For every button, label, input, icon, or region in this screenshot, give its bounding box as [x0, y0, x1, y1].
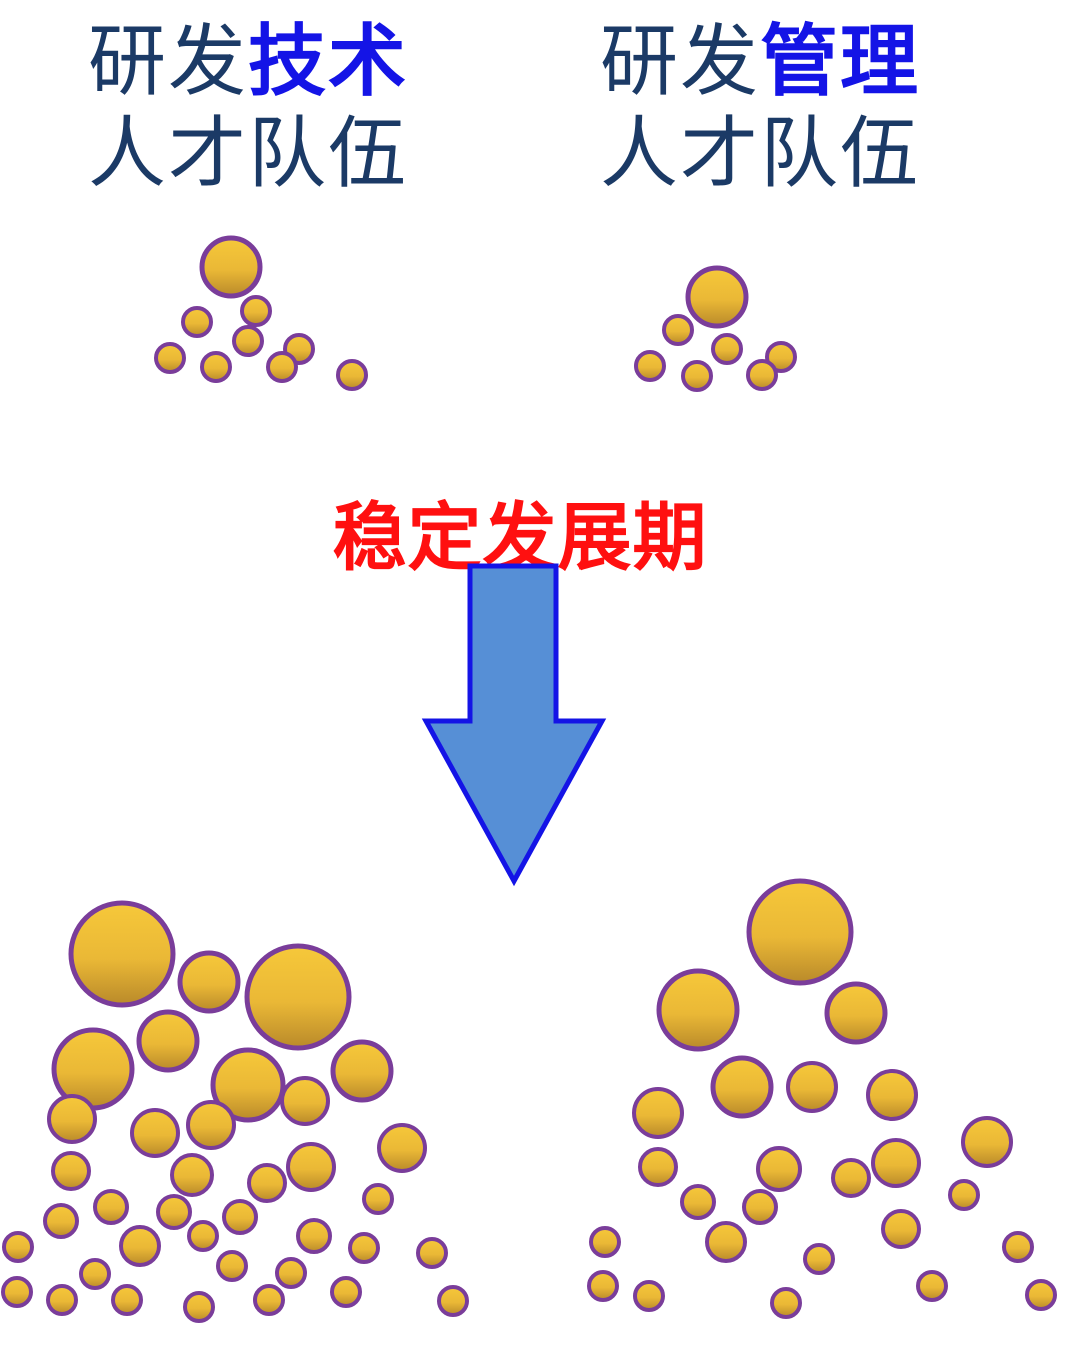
person-circle-icon [47, 1094, 97, 1144]
person-circle-icon [632, 1087, 684, 1139]
person-circle-icon [154, 342, 186, 374]
person-circle-icon [244, 943, 352, 1051]
person-circle-icon [232, 325, 264, 357]
person-circle-icon [1025, 1279, 1057, 1311]
person-circle-icon [948, 1179, 980, 1211]
large-tech-team-cluster [1, 900, 469, 1323]
left-team-highlight: 技术 [248, 16, 409, 107]
person-circle-icon [656, 968, 740, 1052]
person-circle-icon [247, 1163, 287, 1203]
person-circle-icon [680, 1184, 716, 1220]
person-circle-icon [93, 1189, 129, 1225]
person-circle-icon [756, 1146, 802, 1192]
person-circle-icon [330, 1276, 362, 1308]
person-circle-icon [79, 1258, 111, 1290]
person-circle-icon [638, 1147, 678, 1187]
person-circle-icon [705, 1221, 747, 1263]
person-circle-icon [681, 360, 713, 392]
person-circle-icon [296, 1218, 332, 1254]
person-circle-icon [803, 1243, 835, 1275]
person-circle-icon [210, 1047, 286, 1123]
person-circle-icon [961, 1116, 1013, 1168]
person-circle-icon [881, 1209, 921, 1249]
person-circle-icon [831, 1158, 871, 1198]
left-team-heading-line2: 人才队伍 [88, 109, 409, 199]
person-circle-icon [437, 1285, 469, 1317]
person-circle-icon [2, 1231, 34, 1263]
person-circle-icon [871, 1138, 921, 1188]
right-team-prefix: 研发 [600, 17, 761, 107]
left-team-heading: 研发技术 人才队伍 [88, 16, 408, 200]
person-circle-icon [348, 1232, 380, 1264]
person-circle-icon [266, 351, 298, 383]
right-team-highlight: 管理 [760, 16, 921, 107]
person-circle-icon [866, 1069, 918, 1121]
person-circle-icon [746, 359, 778, 391]
person-circle-icon [416, 1237, 448, 1269]
person-circle-icon [377, 1123, 427, 1173]
person-circle-icon [330, 1039, 394, 1103]
person-circle-icon [742, 1189, 778, 1225]
person-circle-icon [587, 1270, 619, 1302]
right-team-heading: 研发管理 人才队伍 [600, 16, 920, 200]
person-circle-icon [46, 1284, 78, 1316]
person-circle-icon [199, 235, 263, 299]
person-circle-icon [634, 350, 666, 382]
person-circle-icon [136, 1009, 200, 1073]
person-circle-icon [710, 1055, 774, 1119]
person-circle-icon [240, 295, 272, 327]
person-circle-icon [711, 333, 743, 365]
person-circle-icon [685, 265, 749, 329]
person-circle-icon [1, 1276, 33, 1308]
person-circle-icon [181, 306, 213, 338]
person-circle-icon [633, 1280, 665, 1312]
small-tech-team-cluster [154, 235, 368, 391]
person-circle-icon [43, 1203, 79, 1239]
person-circle-icon [280, 1076, 330, 1126]
left-team-heading-line1: 研发技术 [88, 16, 408, 108]
person-circle-icon [286, 1142, 336, 1192]
person-circle-icon [119, 1225, 161, 1267]
large-management-team-cluster [587, 878, 1057, 1319]
person-circle-icon [51, 1151, 91, 1191]
person-circle-icon [336, 359, 368, 391]
person-circle-icon [770, 1287, 802, 1319]
person-circle-icon [216, 1250, 248, 1282]
person-circle-icon [589, 1226, 621, 1258]
person-circle-icon [786, 1061, 838, 1113]
left-team-prefix: 研发 [88, 17, 249, 107]
person-circle-icon [177, 950, 241, 1014]
person-circle-icon [187, 1220, 219, 1252]
person-circle-icon [824, 981, 888, 1045]
person-circle-icon [746, 878, 854, 986]
person-circle-icon [183, 1291, 215, 1323]
person-circle-icon [200, 351, 232, 383]
small-management-team-cluster [634, 265, 797, 392]
person-circle-icon [170, 1153, 214, 1197]
person-circle-icon [662, 314, 694, 346]
person-circle-icon [1002, 1231, 1034, 1263]
person-circle-icon [111, 1284, 143, 1316]
person-circle-icon [156, 1194, 192, 1230]
person-circle-icon [916, 1270, 948, 1302]
person-circle-icon [68, 900, 176, 1008]
person-circle-icon [275, 1257, 307, 1289]
person-circle-icon [186, 1100, 236, 1150]
person-circle-icon [130, 1108, 180, 1158]
person-circle-icon [362, 1183, 394, 1215]
person-circle-icon [253, 1284, 285, 1316]
right-team-heading-line1: 研发管理 [600, 16, 920, 108]
right-team-heading-line2: 人才队伍 [600, 109, 921, 199]
person-circle-icon [222, 1199, 258, 1235]
down-arrow-icon [421, 563, 607, 887]
person-circle-icon [765, 341, 797, 373]
